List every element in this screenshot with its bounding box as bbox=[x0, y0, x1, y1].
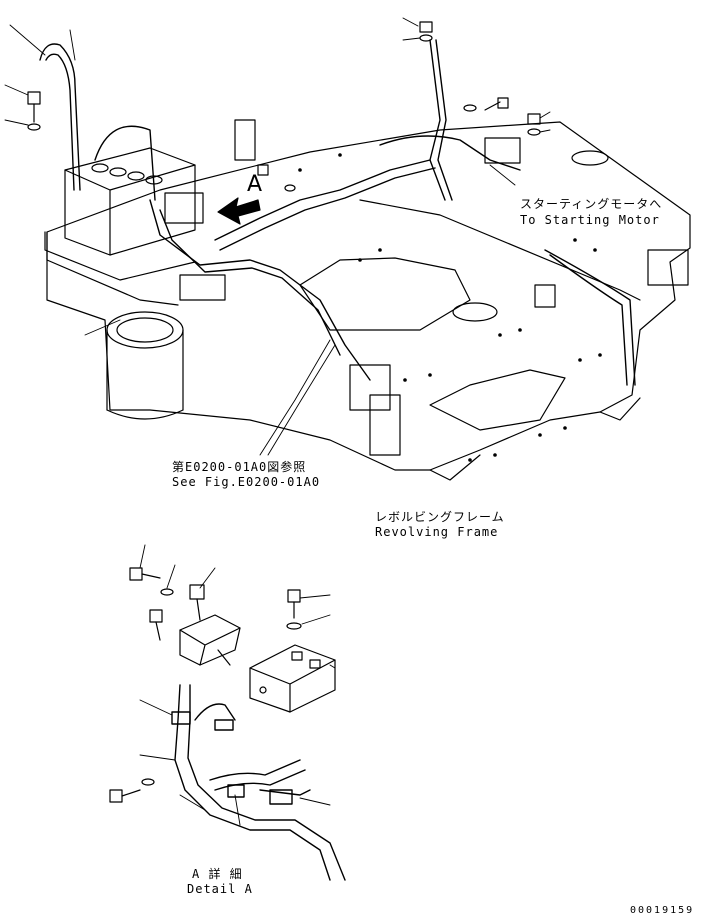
frame-label-en: Revolving Frame bbox=[375, 525, 499, 539]
frame-label-jp: レボルビングフレーム bbox=[375, 510, 505, 524]
swing-cylinder bbox=[106, 311, 184, 420]
small-components bbox=[164, 119, 689, 456]
see-fig-en: See Fig.E0200-01A0 bbox=[172, 475, 321, 489]
detail-a-relay bbox=[179, 614, 241, 666]
revolving-frame-plate bbox=[46, 121, 691, 481]
detail-a-label-en: Detail A bbox=[187, 882, 253, 896]
upper-fasteners bbox=[27, 21, 541, 192]
cable-harness bbox=[39, 39, 636, 386]
drawing-number: 00019159 bbox=[630, 905, 695, 916]
detail-a-junction-box bbox=[249, 644, 336, 713]
detail-a-leader-lines bbox=[139, 544, 336, 826]
detail-a-fasteners bbox=[109, 567, 302, 803]
detail-marker-a: A bbox=[247, 172, 263, 197]
detail-a-harness bbox=[171, 684, 346, 881]
starter-label-jp: スターティングモータへ bbox=[520, 197, 663, 211]
upper-leader-lines bbox=[4, 17, 551, 456]
frame-cutouts bbox=[299, 150, 609, 431]
detail-a-label-jp: A 詳 細 bbox=[192, 867, 243, 881]
see-fig-jp: 第E0200-01A0図参照 bbox=[172, 460, 307, 474]
frame-holes bbox=[298, 153, 602, 462]
battery bbox=[44, 147, 196, 281]
detail-a-arrow bbox=[217, 197, 261, 225]
starter-label-en: To Starting Motor bbox=[520, 213, 660, 227]
